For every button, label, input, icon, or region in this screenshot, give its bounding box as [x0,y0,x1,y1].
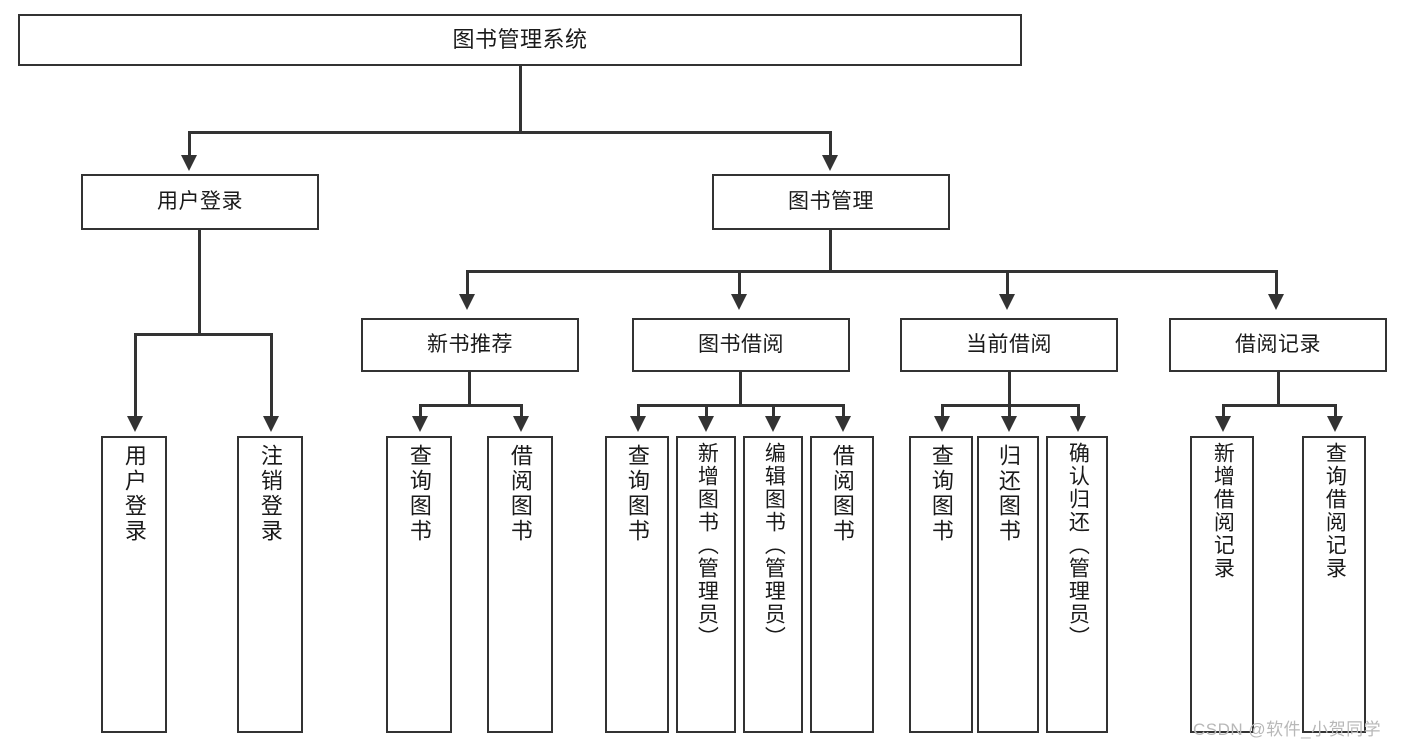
connector-bm-to-borrow-record [1275,270,1278,298]
node-label: 当前借阅 [966,332,1052,356]
connector-root-bus [188,131,831,134]
node-label: 借阅图书 [507,444,533,544]
node-label: 图书管理 [788,189,874,213]
arrow-bm-to-current-borrow [999,294,1015,310]
leaf-query-book-borrow[interactable]: 查询图书 [605,436,669,733]
connector-book-borrow-bus [637,404,845,407]
arrow-bb-to-leaf-3 [765,416,781,432]
connector-bb-to-leaf-4 [842,404,845,420]
node-label: 用户登录 [157,189,243,213]
connector-user-login-stem [198,230,201,335]
node-user-login[interactable]: 用户登录 [81,174,319,230]
connector-root-stem [519,66,522,133]
connector-br-to-leaf-2 [1334,404,1337,420]
leaf-user-login[interactable]: 用户登录 [101,436,167,733]
connector-new-book-bus [419,404,523,407]
connector-bm-to-book-borrow [738,270,741,298]
arrow-bb-to-leaf-4 [835,416,851,432]
node-label: 编辑图书（管理员） [762,442,786,649]
connector-current-borrow-stem [1008,372,1011,406]
leaf-confirm-return-admin[interactable]: 确认归还（管理员） [1046,436,1108,733]
arrow-bm-to-borrow-record [1268,294,1284,310]
connector-br-to-leaf-1 [1222,404,1225,420]
arrow-new-book-to-leaf-2 [513,416,529,432]
connector-book-management-bus [466,270,1278,273]
connector-book-borrow-stem [739,372,742,406]
connector-book-management-stem [829,230,832,273]
node-label: 图书借阅 [698,332,784,356]
node-label: 注销登录 [257,444,283,544]
leaf-logout-login[interactable]: 注销登录 [237,436,303,733]
arrow-user-login-to-leaf-1 [127,416,143,432]
node-label: 查询图书 [406,444,432,544]
arrow-bb-to-leaf-1 [630,416,646,432]
node-label: 借阅记录 [1235,332,1321,356]
node-current-borrow[interactable]: 当前借阅 [900,318,1118,372]
arrow-root-to-book-management [822,155,838,171]
leaf-query-book-current[interactable]: 查询图书 [909,436,973,733]
arrow-bm-to-new-book [459,294,475,310]
connector-cb-to-leaf-3 [1077,404,1080,420]
connector-cb-to-leaf-2 [1008,404,1011,420]
leaf-borrow-book-borrow[interactable]: 借阅图书 [810,436,874,733]
connector-bm-to-current-borrow [1006,270,1009,298]
csdn-watermark: CSDN @软件_小贺同学 [1193,720,1382,739]
arrow-new-book-to-leaf-1 [412,416,428,432]
node-label: 新增图书（管理员） [695,442,719,649]
node-label: 用户登录 [121,444,147,544]
connector-user-login-bus [134,333,273,336]
node-label: 图书管理系统 [452,27,588,53]
connector-borrow-record-bus [1222,404,1337,407]
leaf-return-book[interactable]: 归还图书 [977,436,1039,733]
arrow-bm-to-book-borrow [731,294,747,310]
connector-bm-to-new-book [466,270,469,298]
connector-bb-to-leaf-1 [637,404,640,420]
node-root-book-management-system[interactable]: 图书管理系统 [18,14,1022,66]
connector-new-book-to-leaf-2 [520,404,523,420]
arrow-bb-to-leaf-2 [698,416,714,432]
arrow-br-to-leaf-1 [1215,416,1231,432]
leaf-query-book-new-recommend[interactable]: 查询图书 [386,436,452,733]
leaf-add-book-admin[interactable]: 新增图书（管理员） [676,436,736,733]
node-borrow-record[interactable]: 借阅记录 [1169,318,1387,372]
connector-root-to-book-management [829,131,832,159]
connector-root-to-user-login [188,131,191,159]
leaf-edit-book-admin[interactable]: 编辑图书（管理员） [743,436,803,733]
node-label: 借阅图书 [829,444,855,544]
arrow-root-to-user-login [181,155,197,171]
connector-user-login-to-leaf-1 [134,333,137,420]
node-label: 新书推荐 [427,332,513,356]
node-book-management[interactable]: 图书管理 [712,174,950,230]
leaf-query-borrow-record[interactable]: 查询借阅记录 [1302,436,1366,733]
leaf-add-borrow-record[interactable]: 新增借阅记录 [1190,436,1254,733]
connector-user-login-to-leaf-2 [270,333,273,420]
arrow-cb-to-leaf-3 [1070,416,1086,432]
arrow-cb-to-leaf-2 [1001,416,1017,432]
node-label: 归还图书 [995,444,1021,544]
node-label: 确认归还（管理员） [1066,442,1090,649]
leaf-borrow-book-new-recommend[interactable]: 借阅图书 [487,436,553,733]
node-label: 查询图书 [624,444,650,544]
connector-bb-to-leaf-2 [705,404,708,420]
node-label: 查询借阅记录 [1323,442,1347,580]
node-label: 查询图书 [928,444,954,544]
connector-cb-to-leaf-1 [941,404,944,420]
connector-borrow-record-stem [1277,372,1280,406]
arrow-br-to-leaf-2 [1327,416,1343,432]
connector-bb-to-leaf-3 [772,404,775,420]
connector-new-book-stem [468,372,471,406]
connector-new-book-to-leaf-1 [419,404,422,420]
node-label: 新增借阅记录 [1211,442,1235,580]
node-book-borrow[interactable]: 图书借阅 [632,318,850,372]
arrow-user-login-to-leaf-2 [263,416,279,432]
node-new-book-recommend[interactable]: 新书推荐 [361,318,579,372]
arrow-cb-to-leaf-1 [934,416,950,432]
